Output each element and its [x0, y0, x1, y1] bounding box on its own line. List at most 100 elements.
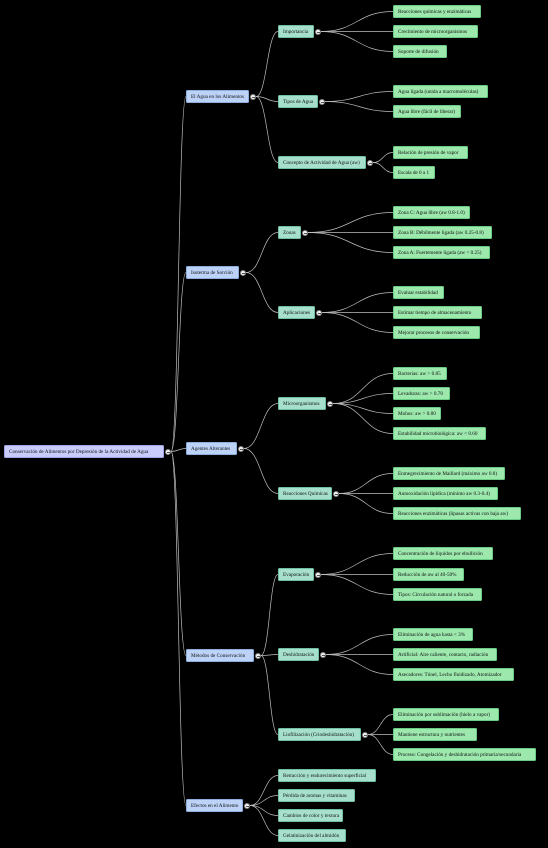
connector-tipos-de-agua: [255, 96, 279, 102]
node-zona-c-agua-libre-aw-0-8-1-0[interactable]: Zona C: Agua libre (aw 0.8-1.0): [393, 206, 470, 219]
connector-concentracion-de-liquidos-por-ebullicion: [320, 553, 394, 575]
connector-tipos-circulacion-natural-o-forzada: [320, 574, 394, 595]
connector-reacciones-quimicas: [243, 448, 279, 494]
connector-deshidratacion: [260, 654, 279, 656]
collapse-circle-icon[interactable]: [327, 400, 333, 407]
node-proceso-congelacion-y-deshidratacion-pri[interactable]: Proceso: Congelación y deshidratación pr…: [393, 748, 536, 761]
connector-enmegrecimiento-de-maillard-maximo-aw-0-: [338, 473, 394, 494]
connector-levaduras-aw-0-70: [332, 393, 394, 404]
connector-microorganismos: [243, 403, 279, 449]
node-estimar-tiempo-de-almacenamiento[interactable]: Estimar tiempo de almacenamiento: [393, 306, 482, 319]
node-conservacion-de-alimentos-por-depresion-[interactable]: Conservación de Alimentos por Depresión …: [4, 445, 164, 458]
node-deshidratacion[interactable]: Deshidratación: [278, 648, 319, 661]
node-tipos-de-agua[interactable]: Tipos de Agua: [278, 95, 318, 108]
node-retraccion-y-endurecimiento-superficial[interactable]: Retracción y endurecimiento superficial: [278, 769, 376, 782]
node-levaduras-aw-0-70[interactable]: Levaduras: aw > 0.70: [393, 387, 450, 400]
collapse-circle-icon[interactable]: [255, 652, 261, 659]
connector-importancia: [255, 31, 279, 97]
node-el-agua-en-los-alimentos[interactable]: El Agua en los Alimentos: [186, 90, 249, 103]
collapse-circle-icon[interactable]: [367, 159, 373, 166]
node-zonas[interactable]: Zonas: [278, 226, 301, 239]
node-isoterma-de-sorcion[interactable]: Isoterma de Sorción: [186, 266, 239, 279]
node-concentracion-de-liquidos-por-ebullicion[interactable]: Concentración de líquidos por ebullición: [393, 547, 493, 560]
node-mejorar-procesos-de-conservacion[interactable]: Mejorar procesos de conservación: [393, 326, 480, 339]
node-reacciones-quimicas[interactable]: Reacciones Químicas: [278, 487, 332, 500]
connector-soporte-de-difusion: [320, 31, 394, 52]
node-perdida-de-aromas-y-vitaminas[interactable]: Pérdida de aromas y vitaminas: [278, 789, 355, 802]
node-reacciones-enzimaticas-lipasas-activas-c[interactable]: Reacciones enzimáticas (lipasas activas …: [393, 507, 521, 520]
connector-escala-de-0-a-1: [372, 162, 394, 173]
connector-zona-c-agua-libre-aw-0-8-1-0: [307, 212, 394, 233]
connector-root-el-agua-en-los-alimentos: [170, 96, 187, 452]
node-agentes-alterantes[interactable]: Agentes Alterantes: [186, 442, 237, 455]
connector-agua-ligada-unida-a-macromoleculas: [324, 91, 394, 102]
node-microorganismos[interactable]: Microorganismos: [278, 397, 326, 410]
node-evaluar-estabilidad[interactable]: Evaluar estabilidad: [393, 286, 444, 299]
node-mantiene-estructura-y-nutrientes[interactable]: Mantiene estructura y nutrientes: [393, 728, 477, 741]
collapse-circle-icon[interactable]: [320, 651, 326, 658]
connector-root-efectos-en-el-alimento: [170, 451, 187, 806]
connector-eliminacion-por-sublimacion-hielo-a-vapo: [367, 714, 394, 735]
node-artificial-aire-caliente-contacto-radiac[interactable]: Artificial: Aire caliente, contacto, rad…: [393, 648, 497, 661]
node-soporte-de-difusion[interactable]: Soporte de difusión: [393, 45, 447, 58]
collapse-circle-icon[interactable]: [240, 269, 246, 276]
node-asecadores-tunel-lecho-fluidizado-atomiz[interactable]: Asecadores: Túnel, Lecho fluidizado, Ato…: [393, 668, 514, 681]
connector-eliminacion-de-agua-hasta-3: [325, 634, 394, 655]
node-concepto-de-actividad-de-agua-aw[interactable]: Concepto de Actividad de Agua (aw): [278, 156, 366, 169]
node-estabilidad-microbiologica-aw-0-60[interactable]: Estabilidad microbiológica: aw < 0.60: [393, 427, 486, 440]
collapse-circle-icon[interactable]: [333, 490, 339, 497]
node-enmegrecimiento-de-maillard-maximo-aw-0-[interactable]: Enmegrecimiento de Maillard (máximo aw 0…: [393, 467, 505, 480]
node-liofilizacion-criodeshidratacion[interactable]: Liofilización (Criodeshidratación): [278, 728, 361, 741]
node-zona-a-fuertemente-ligada-aw-0-25[interactable]: Zona A: Fuertemente ligada (aw < 0.25): [393, 246, 490, 259]
connector-estabilidad-microbiologica-aw-0-60: [332, 403, 394, 434]
connector-perdida-de-aromas-y-vitaminas: [249, 795, 279, 806]
collapse-circle-icon[interactable]: [316, 309, 322, 316]
node-crecimiento-de-microorganismos[interactable]: Crecimiento de microorganismos: [393, 25, 478, 38]
node-reduccion-de-aw-al-40-50[interactable]: Reducción de aw al 40-50%: [393, 568, 464, 581]
collapse-circle-icon[interactable]: [315, 28, 321, 35]
collapse-circle-icon[interactable]: [165, 448, 171, 455]
connector-retraccion-y-endurecimiento-superficial: [249, 775, 279, 806]
collapse-circle-icon[interactable]: [238, 445, 244, 452]
node-reacciones-quimicas-y-enzimaticas[interactable]: Reacciones químicas y enzimáticas: [393, 5, 481, 18]
node-metodos-de-conservacion[interactable]: Métodos de Conservación: [186, 649, 254, 662]
connector-concepto-de-actividad-de-agua-aw: [255, 96, 279, 163]
connector-evaporacion: [260, 574, 279, 656]
node-agua-ligada-unida-a-macromoleculas[interactable]: Agua ligada (unida a macromoléculas): [393, 85, 488, 98]
node-tipos-circulacion-natural-o-forzada[interactable]: Tipos: Circulación natural o forzada: [393, 588, 482, 601]
connector-proceso-congelacion-y-deshidratacion-pri: [367, 734, 394, 755]
collapse-circle-icon[interactable]: [250, 93, 256, 100]
collapse-circle-icon[interactable]: [244, 802, 250, 809]
connector-bacterias-aw-0-85: [332, 373, 394, 404]
collapse-circle-icon[interactable]: [362, 731, 368, 738]
node-escala-de-0-a-1[interactable]: Escala de 0 a 1: [393, 166, 435, 179]
node-relacion-de-presion-de-vapor[interactable]: Relación de presión de vapor: [393, 146, 468, 159]
connector-asecadores-tunel-lecho-fluidizado-atomiz: [325, 654, 394, 675]
node-aplicaciones[interactable]: Aplicaciones: [278, 306, 315, 319]
node-eliminacion-por-sublimacion-hielo-a-vapo[interactable]: Eliminación por sublimación (hielo a vap…: [393, 708, 499, 721]
node-zona-b-debilmente-ligada-aw-0-25-0-8[interactable]: Zona B: Débilmente ligada (aw 0.25-0.8): [393, 226, 492, 239]
connector-reacciones-enzimaticas-lipasas-activas-c: [338, 493, 394, 514]
connector-liofilizacion-criodeshidratacion: [260, 655, 279, 735]
connector-agua-libre-facil-de-liberar: [324, 101, 394, 112]
connector-mejorar-procesos-de-conservacion: [321, 312, 394, 333]
connector-zonas: [245, 232, 279, 273]
collapse-circle-icon[interactable]: [319, 98, 325, 105]
node-importancia[interactable]: Importancia: [278, 25, 314, 38]
node-mohos-aw-0-80[interactable]: Mohos: aw > 0.80: [393, 407, 441, 420]
node-evaporacion[interactable]: Evaporación: [278, 568, 314, 581]
connector-gelatinizacion-del-almidon: [249, 805, 279, 836]
node-efectos-en-el-alimento[interactable]: Efectos en el Alimento: [186, 799, 243, 812]
node-gelatinizacion-del-almidon[interactable]: Gelatinización del almidón: [278, 829, 346, 842]
connector-aplicaciones: [245, 272, 279, 313]
node-cambios-de-color-y-textura[interactable]: Cambios de color y textura: [278, 809, 343, 822]
node-autooxidacion-lipidica-minimo-aw-0-3-0-4[interactable]: Autooxidación lipídica (mínimo aw 0.3-0.…: [393, 487, 498, 500]
node-agua-libre-facil-de-liberar[interactable]: Agua libre (fácil de liberar): [393, 105, 461, 118]
collapse-circle-icon[interactable]: [315, 571, 321, 578]
connector-root-metodos-de-conservacion: [170, 451, 187, 656]
node-eliminacion-de-agua-hasta-3[interactable]: Eliminación de agua hasta < 3%: [393, 628, 473, 641]
collapse-circle-icon[interactable]: [302, 229, 308, 236]
node-bacterias-aw-0-85[interactable]: Bacterias: aw > 0.85: [393, 367, 447, 380]
